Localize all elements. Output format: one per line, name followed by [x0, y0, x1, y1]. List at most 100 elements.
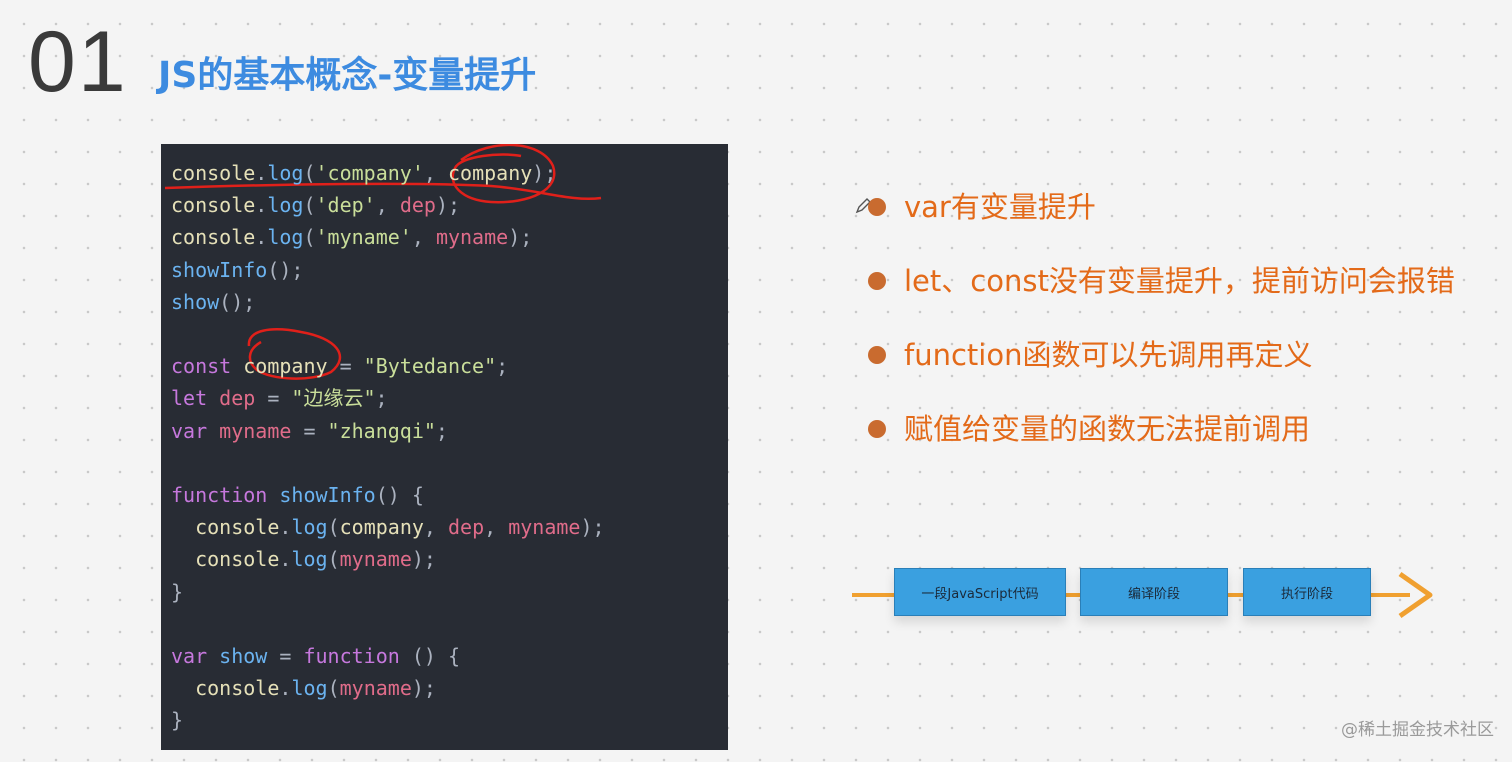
bullet-dot-icon — [868, 198, 886, 216]
code-token: (); — [267, 257, 304, 282]
code-token: log — [291, 515, 328, 540]
code-token: log — [267, 225, 304, 250]
code-token: , — [423, 515, 448, 540]
code-line: show(); — [171, 286, 255, 318]
code-line: const company = "Bytedance"; — [171, 350, 508, 382]
flow-step-source-code: 一段JavaScript代码 — [894, 568, 1066, 616]
bullet-dot-icon — [868, 346, 886, 364]
bullet-text: let、const没有变量提升，提前访问会报错 — [904, 264, 1455, 298]
code-token: "zhangqi" — [327, 418, 436, 443]
code-token: myname — [435, 225, 509, 250]
bullet-item: let、const没有变量提升，提前访问会报错 — [862, 244, 1455, 318]
bullet-item: function函数可以先调用再定义 — [862, 318, 1455, 392]
slide-title: JS的基本概念-变量提升 — [158, 55, 537, 96]
arrow-head-icon — [1398, 571, 1433, 619]
code-token — [171, 676, 195, 700]
code-line: showInfo(); — [171, 254, 303, 286]
code-token: company — [447, 161, 533, 185]
code-token: console — [171, 225, 256, 250]
code-token: , — [411, 225, 436, 250]
code-token: } — [171, 579, 184, 604]
bullet-text: function函数可以先调用再定义 — [904, 338, 1313, 372]
pencil-cursor-icon — [855, 198, 871, 214]
code-line: var myname = "zhangqi"; — [171, 415, 448, 447]
code-token: ( — [327, 547, 340, 572]
code-token — [171, 547, 195, 571]
code-token: ); — [435, 193, 461, 218]
code-token: console — [171, 193, 256, 218]
code-token: () { — [411, 644, 461, 668]
code-token: ); — [411, 676, 436, 701]
watermark: @稀土掘金技术社区 — [1341, 720, 1494, 740]
code-token: ); — [411, 547, 436, 572]
bullet-dot-icon — [868, 420, 886, 438]
code-token: dep — [448, 515, 485, 540]
code-token: . — [255, 225, 268, 250]
code-token: showInfo — [171, 257, 268, 282]
code-token: (); — [219, 289, 256, 314]
code-line: var show = function () { — [171, 640, 460, 672]
code-token: . — [279, 547, 292, 572]
bullet-item: var有变量提升 — [862, 170, 1455, 244]
code-token: ; — [435, 418, 448, 443]
code-line: let dep = "边缘云"; — [171, 382, 388, 414]
code-token: let — [171, 386, 220, 411]
code-token: 'dep' — [315, 193, 376, 218]
code-token: log — [291, 547, 328, 572]
bullet-text: 赋值给变量的函数无法提前调用 — [904, 412, 1311, 446]
code-token: . — [255, 161, 268, 185]
code-token: myname — [339, 676, 412, 701]
code-token: company — [243, 354, 328, 379]
code-token: . — [279, 676, 292, 701]
code-token: , — [484, 515, 509, 540]
code-token: function — [171, 483, 280, 507]
code-token: = — [291, 418, 328, 443]
code-token: "边缘云" — [291, 386, 376, 411]
code-token: console — [195, 515, 280, 540]
code-token: ( — [303, 161, 316, 185]
code-token: ( — [327, 676, 340, 701]
code-token: "Bytedance" — [363, 354, 497, 379]
code-token: , — [423, 161, 448, 185]
code-token: function — [303, 644, 412, 668]
code-token: () { — [375, 483, 424, 507]
code-token: ( — [327, 515, 340, 540]
code-line: } — [171, 576, 183, 608]
code-token: = — [327, 354, 364, 379]
code-token: , — [375, 193, 400, 218]
code-token: show — [171, 289, 220, 314]
compile-flow-diagram: 一段JavaScript代码 编译阶段 执行阶段 — [850, 560, 1450, 640]
code-token: ( — [303, 225, 316, 250]
code-token: ; — [496, 354, 509, 379]
code-token: ( — [303, 193, 316, 218]
flow-step-compile: 编译阶段 — [1080, 568, 1228, 616]
code-token: dep — [399, 193, 436, 218]
code-token: dep — [219, 386, 256, 411]
code-token: show — [219, 644, 268, 668]
code-token: . — [279, 515, 292, 540]
code-token: showInfo — [279, 483, 376, 507]
code-token: myname — [508, 515, 581, 540]
bullet-dot-icon — [868, 272, 886, 290]
code-line: console.log('myname', myname); — [171, 221, 532, 253]
bullet-list: var有变量提升 let、const没有变量提升，提前访问会报错 function函… — [862, 170, 1455, 466]
code-token — [171, 515, 195, 539]
code-token: var — [171, 644, 220, 668]
code-token: myname — [339, 547, 412, 572]
code-line: console.log('dep', dep); — [171, 189, 460, 221]
code-line: function showInfo() { — [171, 479, 424, 511]
code-token: ); — [580, 515, 605, 540]
code-token: = — [255, 386, 292, 411]
code-token: ); — [508, 225, 533, 250]
flow-step-execute: 执行阶段 — [1243, 568, 1371, 616]
code-token: log — [267, 161, 304, 185]
code-token: 'company' — [315, 161, 424, 185]
bullet-item: 赋值给变量的函数无法提前调用 — [862, 392, 1455, 466]
bullet-text: var有变量提升 — [904, 190, 1096, 224]
code-token: var — [171, 418, 220, 443]
code-line: console.log('company', company); — [171, 157, 556, 189]
code-token: 'myname' — [315, 225, 412, 250]
code-line: console.log(myname); — [171, 543, 436, 575]
code-token: ; — [375, 386, 388, 411]
code-token: ); — [532, 161, 557, 185]
